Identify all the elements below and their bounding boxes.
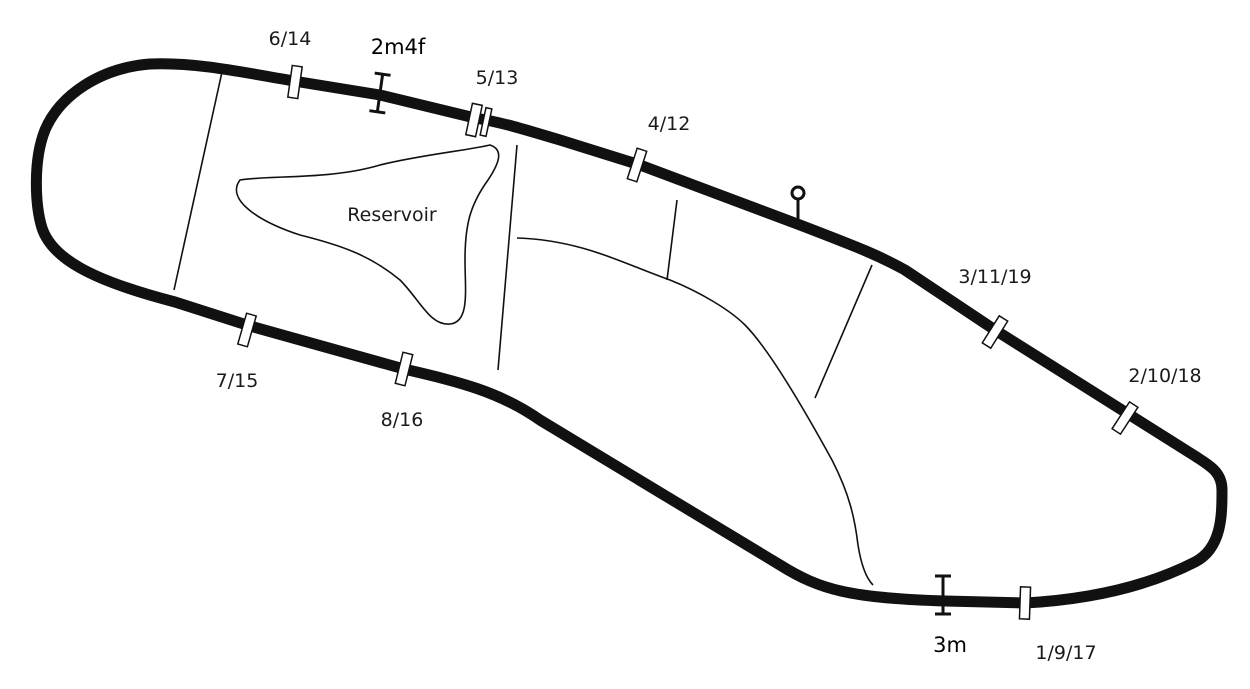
fence-label-2-10-18: 2/10/18 <box>1128 365 1201 387</box>
start-marker-3m <box>935 574 951 616</box>
reservoir <box>235 144 500 325</box>
fence-marker <box>479 106 493 138</box>
inner-lines <box>173 71 874 586</box>
fence-label-6-14: 6/14 <box>269 28 312 50</box>
fence-label-7-15: 7/15 <box>216 370 259 392</box>
fence-marker <box>981 314 1009 350</box>
racetrack <box>30 58 1228 609</box>
start-marker-2m4f <box>369 71 391 115</box>
fence-marker <box>626 147 648 183</box>
fence-label-8-16: 8/16 <box>381 409 424 431</box>
reservoir-label: Reservoir <box>347 204 437 226</box>
fence-marker <box>1018 586 1032 620</box>
fence-marker <box>394 351 414 387</box>
start-markers <box>369 71 951 616</box>
fence-label-1-9-17: 1/9/17 <box>1035 642 1096 664</box>
start-label-2m4f: 2m4f <box>371 35 426 59</box>
fence-marker <box>236 312 258 348</box>
fence-label-3-11-19: 3/11/19 <box>958 266 1031 288</box>
winning-post-icon <box>790 185 806 222</box>
fence-marker <box>464 102 484 138</box>
fence-marker <box>286 64 304 100</box>
fence-label-4-12: 4/12 <box>648 113 691 135</box>
fences <box>236 64 1139 620</box>
start-label-3m: 3m <box>933 633 967 657</box>
fence-marker <box>1111 400 1139 436</box>
fence-label-5-13: 5/13 <box>476 67 519 89</box>
